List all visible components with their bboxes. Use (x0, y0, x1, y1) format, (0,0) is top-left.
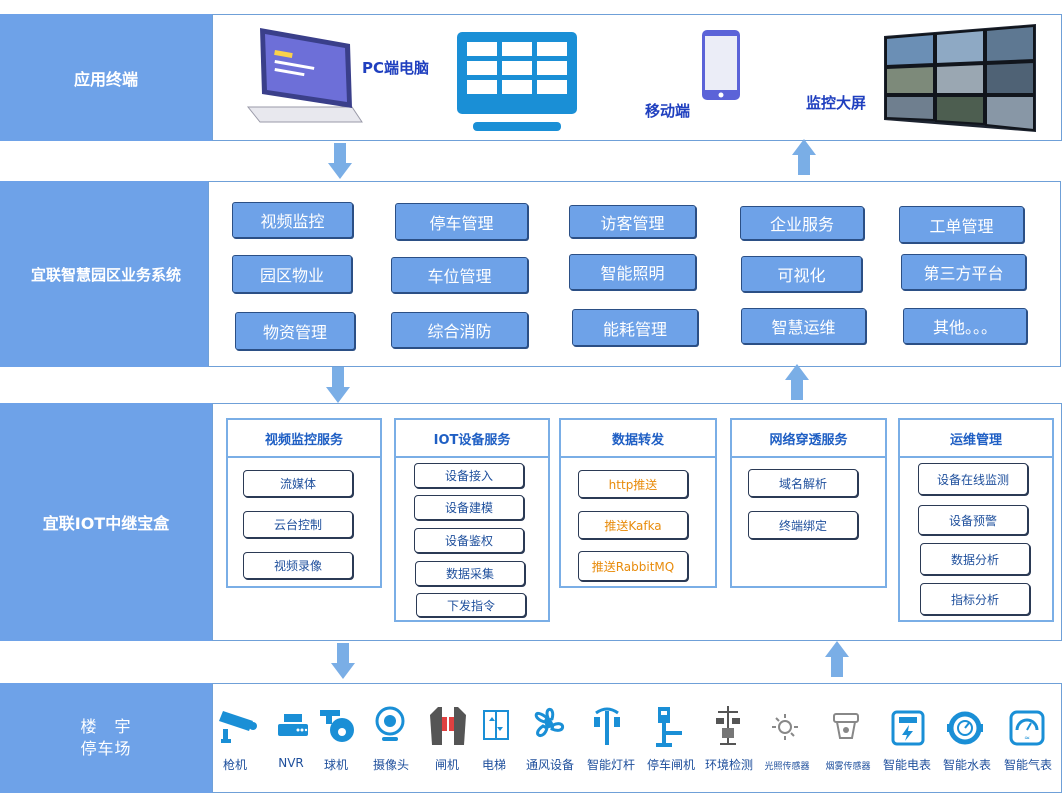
laptop-icon (246, 28, 363, 123)
service-item[interactable]: 推送RabbitMQ (578, 551, 688, 581)
service-item[interactable]: 数据采集 (415, 561, 525, 586)
parking-barrier-icon (656, 707, 682, 747)
service-item[interactable]: 数据分析 (920, 543, 1030, 575)
business-item[interactable]: 园区物业 (232, 255, 352, 293)
svg-text:≈: ≈ (1024, 734, 1030, 742)
nvr-icon (278, 714, 308, 736)
business-item[interactable]: 停车管理 (395, 203, 528, 240)
service-card-title: IOT设备服务 (396, 420, 548, 458)
light-sensor-icon (772, 714, 798, 740)
service-card-title: 视频监控服务 (228, 420, 380, 458)
service-card: 网络穿透服务 (730, 418, 887, 588)
device-label: 停车闸机 (646, 758, 696, 772)
service-item[interactable]: 推送Kafka (578, 511, 688, 539)
service-item[interactable]: 域名解析 (748, 469, 858, 497)
arrow-up-icon (785, 364, 809, 400)
dome-camera-icon (320, 710, 354, 742)
business-item[interactable]: 能耗管理 (572, 309, 698, 346)
arrow-down-icon (326, 367, 350, 403)
business-item[interactable]: 可视化 (741, 256, 862, 292)
device-label: 智能电表 (882, 758, 932, 772)
business-item[interactable]: 第三方平台 (901, 254, 1026, 290)
layer-label-parking: 停车场 (80, 739, 132, 758)
service-item[interactable]: 设备鉴权 (414, 528, 524, 553)
arrow-down-icon (331, 643, 355, 679)
video-wall-icon (884, 24, 1036, 132)
business-item[interactable]: 综合消防 (391, 312, 528, 348)
lamp-post-icon (594, 707, 620, 745)
service-card: IOT设备服务 (394, 418, 550, 622)
device-label: 枪机 (222, 758, 248, 772)
phone-icon (702, 30, 740, 100)
business-item[interactable]: 其他。。。 (903, 308, 1027, 344)
layer-label-business: 宜联智慧园区业务系统 (0, 181, 212, 367)
device-label: 智能水表 (942, 758, 992, 772)
device-label: NVR (278, 756, 304, 770)
service-item[interactable]: 云台控制 (243, 511, 353, 538)
service-item[interactable]: 流媒体 (243, 470, 353, 497)
layer-label-devices: 楼 宇 停车场 (0, 683, 212, 793)
turnstile-icon (430, 707, 466, 745)
service-item[interactable]: 下发指令 (416, 593, 526, 617)
business-item[interactable]: 车位管理 (391, 257, 528, 293)
device-label: 光照传感器 (764, 762, 810, 772)
fan-icon (534, 707, 565, 737)
device-label: 球机 (323, 758, 349, 772)
device-label: 烟雾传感器 (825, 762, 871, 772)
service-item[interactable]: 设备预警 (918, 505, 1028, 535)
arrow-up-icon (825, 641, 849, 677)
service-item[interactable]: http推送 (578, 470, 688, 498)
device-label: 通风设备 (525, 758, 575, 772)
service-card-title: 运维管理 (900, 420, 1052, 458)
service-item[interactable]: 终端绑定 (748, 511, 858, 539)
service-card-title: 数据转发 (561, 420, 715, 458)
environment-sensor-icon (716, 706, 740, 745)
service-item[interactable]: 设备建模 (414, 495, 524, 520)
business-item[interactable]: 视频监控 (232, 202, 353, 238)
business-item[interactable]: 智能照明 (569, 254, 696, 290)
arrow-up-icon (792, 139, 816, 175)
business-item[interactable]: 工单管理 (899, 206, 1024, 243)
device-label: 电梯 (481, 758, 507, 772)
elevator-icon (483, 710, 509, 740)
device-panel (212, 683, 1062, 793)
screen-label: 监控大屏 (806, 94, 867, 112)
device-label: 摄像头 (372, 758, 410, 772)
business-item[interactable]: 访客管理 (569, 205, 696, 238)
water-meter-icon (947, 711, 983, 745)
mobile-label: 移动端 (645, 102, 691, 120)
smoke-sensor-icon (833, 713, 859, 739)
device-label: 环境检测 (704, 758, 754, 772)
service-item[interactable]: 设备在线监测 (918, 463, 1028, 495)
arrow-down-icon (328, 143, 352, 179)
service-item[interactable]: 指标分析 (920, 583, 1030, 615)
device-label: 闸机 (434, 758, 460, 772)
pc-label: PC端电脑 (362, 59, 430, 77)
electric-meter-icon (891, 710, 925, 746)
gas-meter-icon: ≈ (1009, 710, 1045, 746)
service-item[interactable]: 设备接入 (414, 463, 524, 488)
service-item[interactable]: 视频录像 (243, 552, 353, 579)
device-label: 智能气表 (1003, 758, 1053, 772)
bullet-camera-icon (219, 711, 257, 743)
webcam-icon (375, 706, 405, 741)
layer-label-app: 应用终端 (0, 14, 212, 141)
service-card-title: 网络穿透服务 (732, 420, 885, 458)
device-label: 智能灯杆 (586, 758, 636, 772)
layer-label-building: 楼 宇 (80, 717, 132, 736)
business-item[interactable]: 物资管理 (235, 312, 355, 350)
monitor-icon (457, 32, 577, 131)
business-item[interactable]: 企业服务 (740, 206, 864, 240)
layer-label-iot: 宜联IOT中继宝盒 (0, 403, 212, 641)
business-item[interactable]: 智慧运维 (741, 308, 866, 344)
